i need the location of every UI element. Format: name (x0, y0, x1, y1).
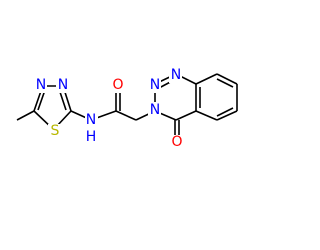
atom-label-n-thiadiazole-3: N (58, 77, 68, 93)
bond-c8-c7 (216, 73, 238, 85)
bond-methyl (16, 110, 35, 121)
atom-label-o-amide: O (112, 77, 123, 93)
molecule-structure-diagram: S N N N H O N N N O (16, 67, 238, 150)
bond-c6-c5 (216, 110, 238, 121)
bond-c5-n4-double (37, 89, 46, 111)
atom-label-s: S (51, 123, 60, 139)
atom-label-o-ketone: O (171, 134, 182, 150)
bond-c8a-c8 (195, 73, 218, 85)
atom-label-n-triazine-3: N (150, 102, 160, 118)
atom-label-h-amide: H (86, 129, 97, 145)
bond-c6-c5-double (216, 107, 234, 117)
atom-label-n-triazine-1: N (171, 67, 181, 83)
atom-label-n-thiadiazole-4: N (36, 77, 46, 93)
bond-c5-c4a (195, 110, 218, 121)
bond-c8-c7-double (216, 78, 234, 88)
atom-label-layer: S N N N H O N N N O (34, 67, 184, 150)
bond-carbonyl-ch2 (115, 110, 137, 121)
atom-label-n-amide: N (86, 112, 96, 128)
bond-c4a-c4 (175, 110, 197, 121)
atom-label-n-triazine-2: N (150, 77, 160, 93)
